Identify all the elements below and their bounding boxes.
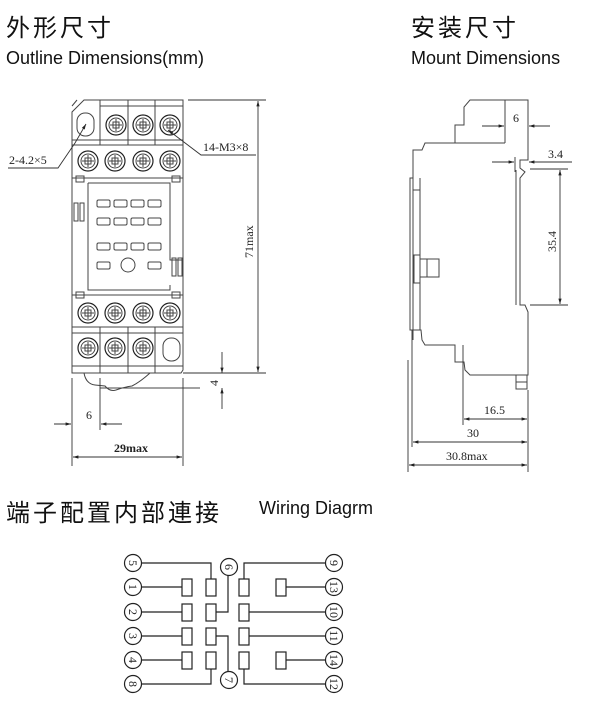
contact-block [205,603,217,622]
screw-icon [77,337,99,359]
screw-icon [132,150,154,172]
pin-slot [96,199,111,208]
terminal-left: 2 [123,602,143,622]
terminal-number: 1 [126,584,140,590]
wiring-title-en: Wiring Diagrm [259,498,374,518]
dim-top-step-6: 6 [513,111,519,125]
callout-screws: 14-M3×8 [203,140,248,154]
screw-icon [159,150,181,172]
terminal-number: 10 [327,606,341,618]
mount-title-en: Mount Dimensions [411,48,561,68]
pin-slots [96,199,162,270]
pin-slot [96,242,111,251]
mount-hole-top [76,112,95,137]
pin-slot [147,217,162,226]
pin-slot [96,261,111,270]
pin-slot [96,217,111,226]
contact-block [181,603,193,622]
contact-block [275,651,287,670]
outline-title-cn: 外形尺寸 [6,14,114,42]
terminal-right: 9 [324,553,344,573]
callout-mount-holes: 2-4.2×5 [9,153,47,167]
terminal-right: 12 [324,674,344,694]
pin-slot [113,242,128,251]
terminal-number: 6 [222,564,236,570]
contact-block [275,578,287,597]
terminal-number: 5 [126,560,140,566]
terminal-number: 8 [126,681,140,687]
pin-slot [147,242,162,251]
terminal-left: 8 [123,674,143,694]
mount-title-cn: 安装尺寸 [411,14,519,42]
socket-body [71,99,184,374]
terminal-number: 11 [327,630,341,642]
terminal-number: 3 [126,633,140,639]
contact-block [238,578,250,597]
contact-block [238,627,250,646]
terminal-right: 10 [324,602,344,622]
pin-slot [113,217,128,226]
outline-drawing: 2-4.2×5 14-M3×8 71max 4 6 29max [8,99,266,466]
dim-rail-35-4: 35.4 [545,231,559,252]
terminal-right: 14 [324,650,344,670]
terminal-left: 1 [123,577,143,597]
terminal-left: 5 [123,553,143,573]
mount-hole-bottom [162,337,181,362]
screw-icon [132,302,154,324]
pin-slot [130,242,145,251]
terminal-left: 4 [123,650,143,670]
dim-width-29max: 29max [114,441,148,455]
side-profile [409,99,529,376]
contact-block [205,578,217,597]
center-hole [120,257,136,273]
dim-depth-16-5: 16.5 [484,403,505,417]
terminal-right: 13 [324,577,344,597]
terminal-center-top: 6 [219,557,239,577]
contact-block [205,651,217,670]
screw-icon [132,337,154,359]
pin-slot [147,199,162,208]
outline-title-en: Outline Dimensions(mm) [6,48,205,68]
contact-block [181,651,193,670]
pin-slot [147,261,162,270]
dim-height-71max: 71max [242,225,256,258]
contact-block [238,651,250,670]
terminal-right: 11 [324,626,344,646]
contact-block [181,627,193,646]
terminal-number: 14 [327,654,341,666]
terminal-center-bottom: 7 [219,670,239,690]
contact-block [238,603,250,622]
screw-icon [104,150,126,172]
din-latch [413,254,421,284]
terminal-number: 9 [327,560,341,566]
pin-slot [130,199,145,208]
dim-depth-30-8max: 30.8max [446,449,488,463]
terminal-number: 13 [327,581,341,593]
pin-slot [113,199,128,208]
dim-offset-4: 4 [207,380,221,386]
screw-icon [159,302,181,324]
pin-slot [130,217,145,226]
dim-depth-30: 30 [467,426,479,440]
terminal-number: 2 [126,609,140,615]
wiring-title-cn: 端子配置内部連接 [6,499,222,527]
screw-icon [105,114,127,136]
screw-icon [77,302,99,324]
terminal-number: 4 [126,657,140,663]
terminal-left: 3 [123,626,143,646]
screw-icon [132,114,154,136]
screw-icon [104,302,126,324]
terminal-screws [77,114,181,359]
contact-block [181,578,193,597]
screw-icon [77,150,99,172]
dim-clip-3-4: 3.4 [548,147,563,161]
terminal-number: 7 [222,677,236,683]
screw-icon [104,337,126,359]
mount-drawing: 6 3.4 35.4 16.5 30 30.8max [407,99,572,472]
dim-pitch-6: 6 [86,408,92,422]
contact-block [205,627,217,646]
terminal-number: 12 [327,678,341,690]
